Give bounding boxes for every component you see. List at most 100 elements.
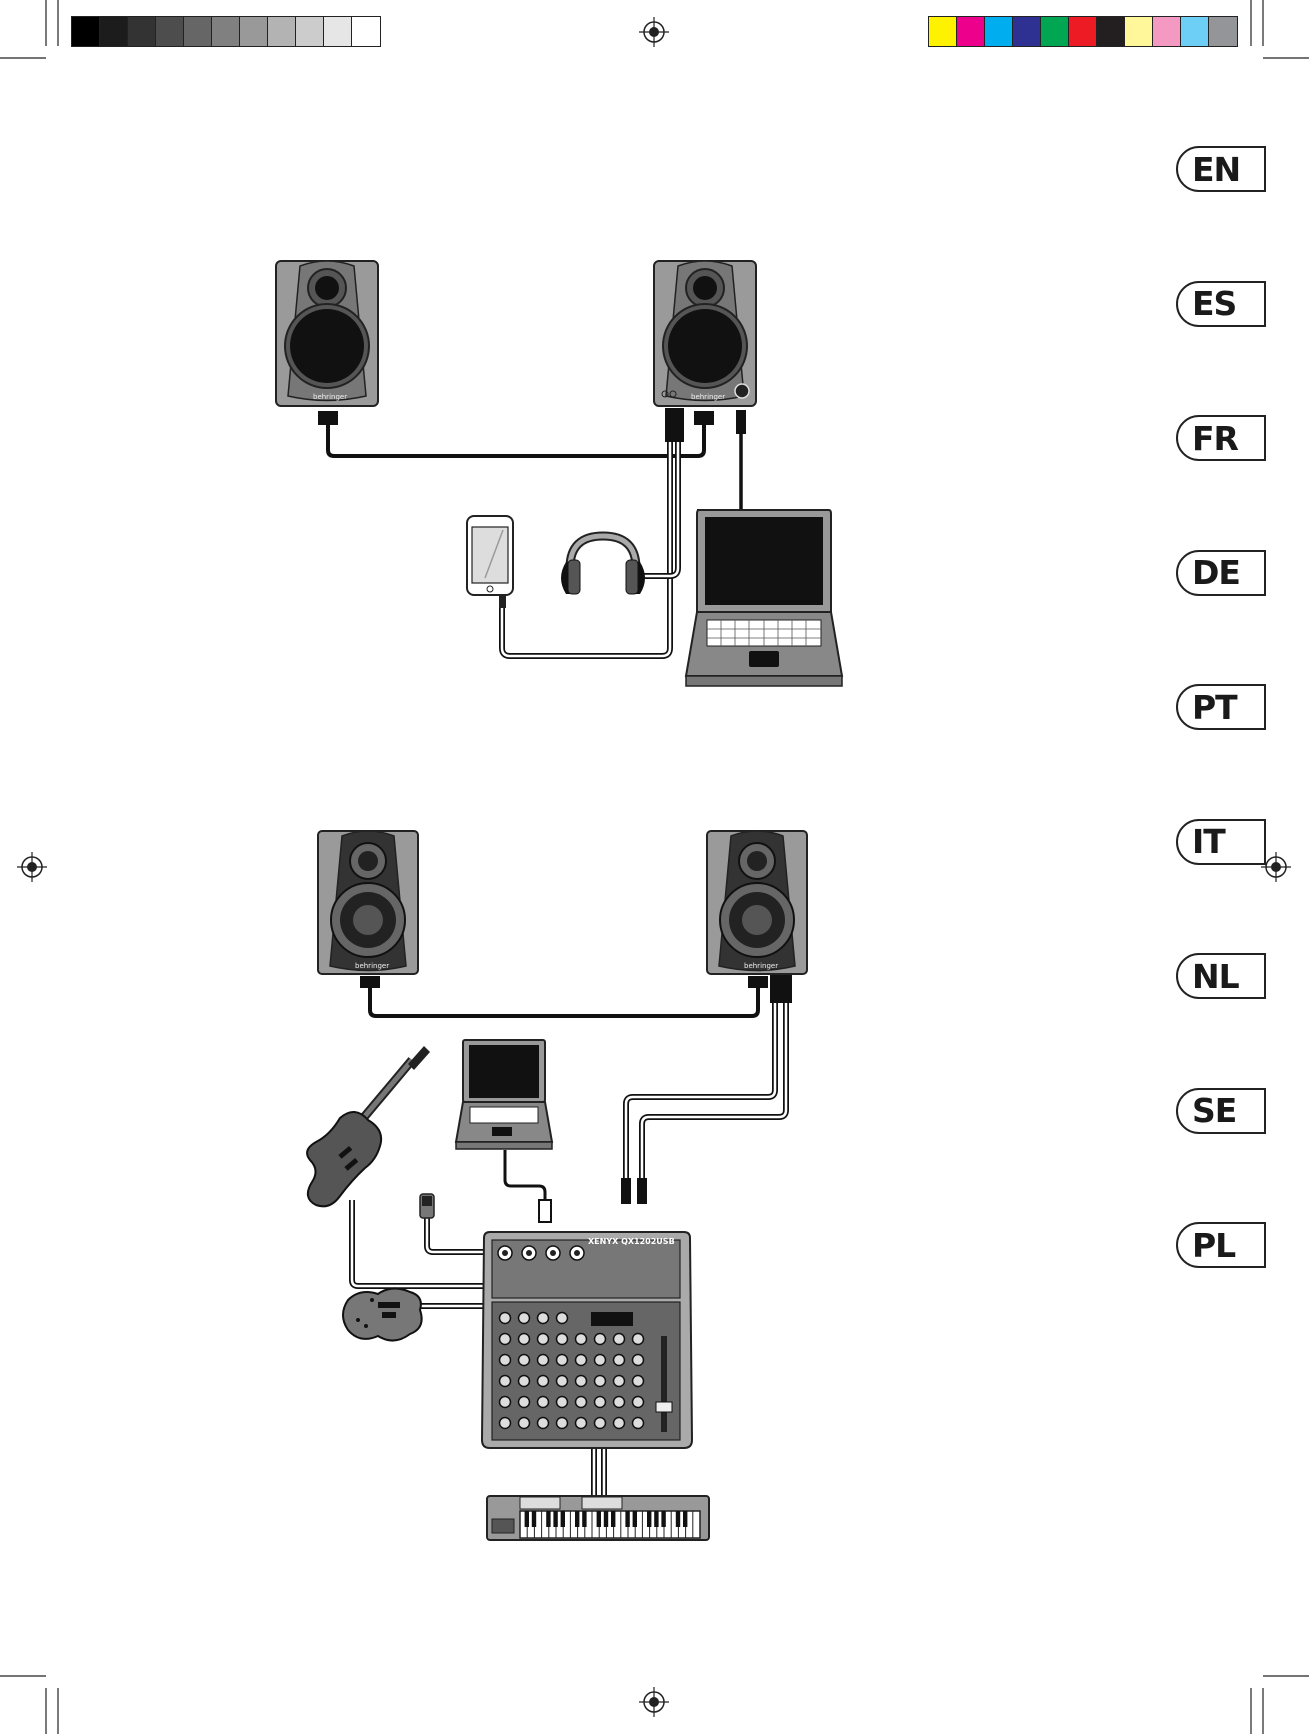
xlr-cables [626, 990, 786, 1180]
black-key [575, 1511, 579, 1527]
language-tab-label: PT [1192, 688, 1237, 727]
mixer-knob [519, 1397, 530, 1408]
language-tab-label: NL [1192, 957, 1239, 996]
black-key [546, 1511, 550, 1527]
mixer-knob [519, 1418, 530, 1429]
black-key [532, 1511, 536, 1527]
mixer-knob [557, 1355, 568, 1366]
mixer-knob [633, 1334, 644, 1345]
black-key [597, 1511, 601, 1527]
mixer-knob [595, 1334, 606, 1345]
language-tab-label: DE [1192, 553, 1240, 592]
language-tab-es[interactable]: ES [1176, 281, 1266, 327]
language-tab-se[interactable]: SE [1176, 1088, 1266, 1134]
mixer-knob [500, 1418, 511, 1429]
black-key [654, 1511, 658, 1527]
mixer-knob [595, 1418, 606, 1429]
black-key [661, 1511, 665, 1527]
mixer-knob [519, 1355, 530, 1366]
mixer-knob [557, 1376, 568, 1387]
microphone-icon [420, 1194, 434, 1218]
speaker-brand-label: behringer [313, 393, 347, 401]
mixer-knob [500, 1355, 511, 1366]
language-tab-label: PL [1192, 1226, 1235, 1265]
mixer-knob [538, 1397, 549, 1408]
language-tab-nl[interactable]: NL [1176, 953, 1266, 999]
speaker-brand-label: behringer [744, 962, 778, 970]
electric-guitar-icon [307, 1046, 430, 1206]
studio-monitor-right: behringer [707, 831, 807, 974]
mixer-knob [633, 1397, 644, 1408]
language-tab-label: FR [1192, 419, 1238, 458]
mixer-knob [595, 1376, 606, 1387]
black-key [647, 1511, 651, 1527]
mixer-knob [576, 1418, 587, 1429]
language-tab-label: SE [1192, 1091, 1236, 1130]
language-tab-fr[interactable]: FR [1176, 415, 1266, 461]
mixer-knob [519, 1313, 530, 1324]
mixer-console-icon: XENYX QX1202USB [482, 1232, 692, 1448]
diagram-1: behringer behringer [276, 261, 842, 686]
mixer-knob [538, 1418, 549, 1429]
mixer-knob [614, 1397, 625, 1408]
mixer-knob [538, 1334, 549, 1345]
mixer-knob [633, 1376, 644, 1387]
mixer-knob [557, 1418, 568, 1429]
registration-mark-icon [639, 17, 669, 47]
diagram-2: behringer behringer [307, 831, 807, 1540]
mixer-knob [519, 1334, 530, 1345]
black-key [582, 1511, 586, 1527]
black-key [625, 1511, 629, 1527]
mixer-knob [576, 1334, 587, 1345]
mixer-knob [614, 1418, 625, 1429]
language-tab-pl[interactable]: PL [1176, 1222, 1266, 1268]
mixer-knob [557, 1397, 568, 1408]
language-tab-label: EN [1192, 150, 1240, 189]
mixer-knob [614, 1355, 625, 1366]
smartphone-icon [467, 516, 513, 608]
mixer-model-label: XENYX QX1202USB [588, 1237, 675, 1246]
language-tab-label: ES [1192, 284, 1236, 323]
mixer-knob [500, 1397, 511, 1408]
mixer-knob [576, 1355, 587, 1366]
black-key [525, 1511, 529, 1527]
language-tab-it[interactable]: IT [1176, 819, 1266, 865]
laptop-icon [456, 1040, 552, 1149]
mixer-knob [633, 1355, 644, 1366]
mixer-knob [500, 1313, 511, 1324]
black-key [553, 1511, 557, 1527]
language-tab-en[interactable]: EN [1176, 146, 1266, 192]
language-tab-de[interactable]: DE [1176, 550, 1266, 596]
mixer-knob [538, 1376, 549, 1387]
studio-monitor-left: behringer [276, 261, 378, 406]
midi-keyboard-icon [487, 1496, 709, 1540]
language-tab-label: IT [1192, 822, 1225, 861]
headphones-icon [561, 536, 645, 594]
mixer-knob [576, 1376, 587, 1387]
mixer-knob [538, 1355, 549, 1366]
mixer-knob [538, 1313, 549, 1324]
studio-monitor-right: behringer [654, 261, 756, 406]
mixer-knob [557, 1313, 568, 1324]
black-key [676, 1511, 680, 1527]
black-key [683, 1511, 687, 1527]
black-key [611, 1511, 615, 1527]
laptop-icon [686, 510, 842, 686]
mixer-knob [595, 1397, 606, 1408]
mixer-knob [595, 1355, 606, 1366]
black-key [604, 1511, 608, 1527]
mixer-knob [633, 1418, 644, 1429]
language-tab-pt[interactable]: PT [1176, 684, 1266, 730]
mixer-knob [500, 1376, 511, 1387]
mixer-knob [557, 1334, 568, 1345]
registration-mark-icon [17, 852, 47, 882]
registration-mark-icon [639, 1687, 669, 1717]
black-key [561, 1511, 565, 1527]
studio-monitor-left: behringer [318, 831, 418, 974]
black-key [633, 1511, 637, 1527]
speaker-brand-label: behringer [355, 962, 389, 970]
mixer-knob [614, 1376, 625, 1387]
